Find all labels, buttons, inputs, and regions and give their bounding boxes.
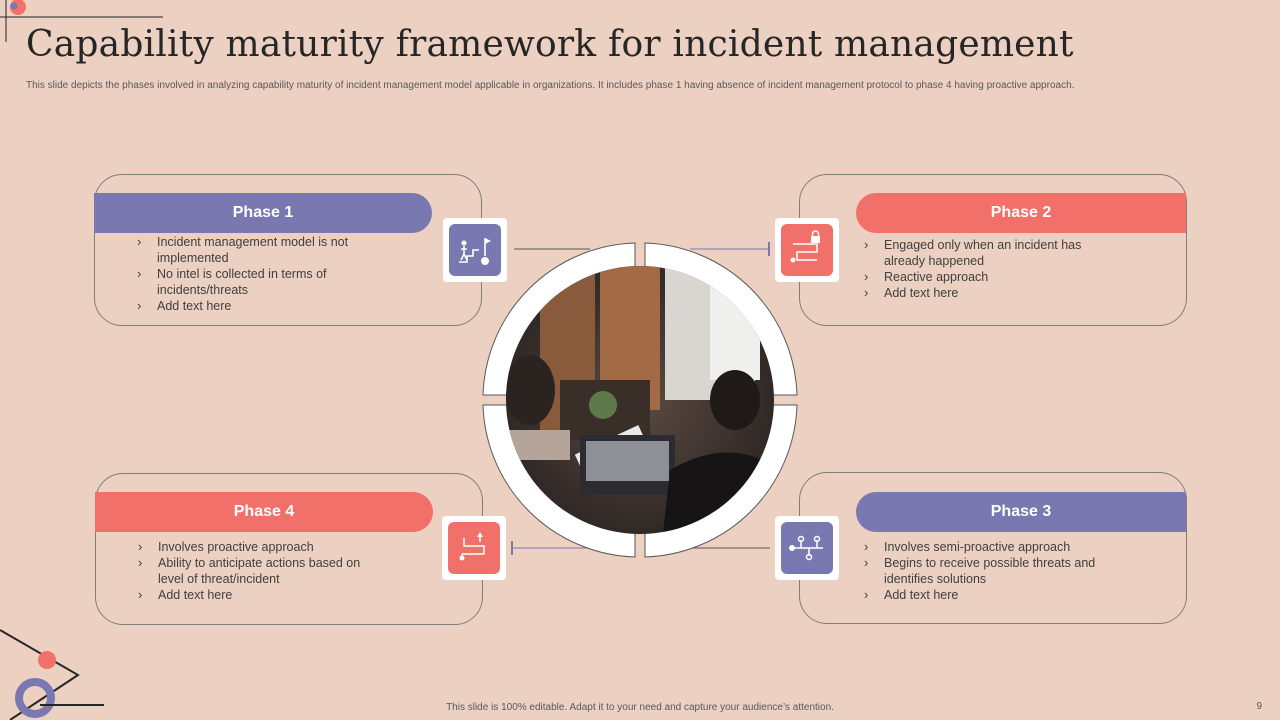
lock-path-icon — [790, 230, 820, 263]
list-item: Reactive approach — [864, 269, 1104, 285]
phase2-bullets: Engaged only when an incident has alread… — [864, 237, 1104, 301]
list-item: Engaged only when an incident has alread… — [864, 237, 1104, 269]
list-item: Add text here — [864, 285, 1104, 301]
phase1-bullets: Incident management model is not impleme… — [137, 234, 352, 314]
page-number: 9 — [1256, 701, 1262, 712]
phase3-icon-tile — [775, 516, 839, 580]
central-photo-ring — [482, 242, 798, 558]
network-nodes-icon — [789, 535, 823, 561]
corner-decoration-bottom — [0, 629, 104, 720]
phase1-header: Phase 1 — [94, 193, 432, 233]
list-item: Add text here — [138, 587, 378, 603]
page-title: Capability maturity framework for incide… — [26, 24, 1074, 65]
phase1-icon-tile — [443, 218, 507, 282]
phase4-icon-tile — [442, 516, 506, 580]
footer-note: This slide is 100% editable. Adapt it to… — [446, 702, 834, 713]
phase4-header: Phase 4 — [95, 492, 433, 532]
list-item: Add text here — [864, 587, 1114, 603]
list-item: Ability to anticipate actions based on l… — [138, 555, 378, 587]
phase4-bullets: Involves proactive approach Ability to a… — [138, 539, 378, 603]
page-subtitle: This slide depicts the phases involved i… — [26, 80, 1075, 91]
path-arrow-icon — [459, 532, 485, 561]
phase2-header: Phase 2 — [856, 193, 1186, 233]
corner-decoration-top — [0, 0, 163, 42]
list-item: Begins to receive possible threats and i… — [864, 555, 1114, 587]
phase3-header: Phase 3 — [856, 492, 1186, 532]
list-item: No intel is collected in terms of incide… — [137, 266, 352, 298]
list-item: Add text here — [137, 298, 352, 314]
list-item: Involves semi-proactive approach — [864, 539, 1114, 555]
list-item: Involves proactive approach — [138, 539, 378, 555]
list-item: Incident management model is not impleme… — [137, 234, 352, 266]
phase2-icon-tile — [775, 218, 839, 282]
stairs-goal-icon — [459, 238, 491, 265]
phase3-bullets: Involves semi-proactive approach Begins … — [864, 539, 1114, 603]
meeting-photo — [506, 266, 774, 534]
